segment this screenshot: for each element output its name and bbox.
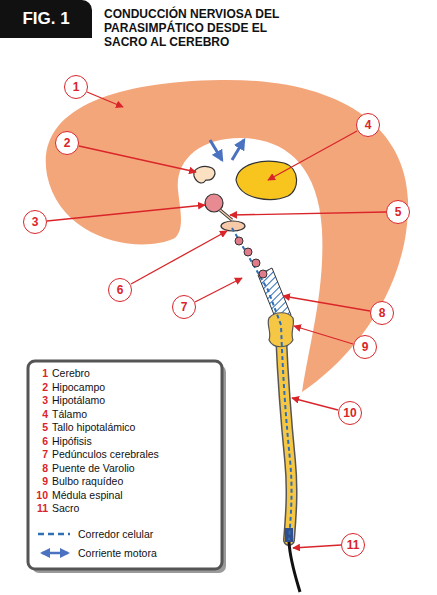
callout-text: 11 — [347, 538, 360, 552]
hippocampus-shape — [194, 166, 215, 183]
legend-frame — [28, 361, 222, 569]
legend-text: Corriente motora — [78, 547, 157, 559]
key-number: 3 — [32, 394, 48, 406]
figure-number: FIG. 1 — [22, 9, 69, 29]
part-name: Hipófisis — [52, 435, 92, 447]
part-name: Tallo hipotalámico — [52, 421, 135, 433]
peduncle-bead — [235, 237, 243, 245]
hypothalamus-shape — [205, 194, 223, 212]
peduncle-bead — [252, 259, 260, 267]
key-number: 11 — [32, 502, 48, 514]
leader-line — [268, 131, 357, 180]
legend-text: Corredor celular — [78, 528, 153, 540]
callout-number: 9 — [353, 335, 377, 359]
key-number: 8 — [32, 462, 48, 474]
callout-text: 5 — [395, 205, 402, 219]
leader-line — [79, 146, 196, 172]
callout-number: 11 — [341, 533, 365, 557]
part-name: Bulbo raquídeo — [52, 475, 123, 487]
callout-number: 10 — [338, 401, 362, 425]
cellular-corridor — [232, 228, 292, 540]
key-number: 1 — [32, 367, 48, 379]
callout-number: 7 — [172, 295, 196, 319]
callout-text: 10 — [343, 406, 356, 420]
part-name: Hipocampo — [52, 381, 105, 393]
callout-number: 4 — [356, 113, 380, 137]
part-name: Tálamo — [52, 408, 87, 420]
leader-line — [87, 92, 123, 107]
callout-text: 3 — [32, 215, 39, 229]
key-number: 5 — [32, 421, 48, 433]
legend-sample-arrow — [42, 552, 68, 555]
callout-number: 8 — [370, 301, 394, 325]
key-number: 7 — [32, 448, 48, 460]
callout-number: 3 — [23, 210, 47, 234]
sacrum-tail — [289, 542, 300, 592]
key-number: 4 — [32, 408, 48, 420]
leader-line — [294, 326, 353, 344]
brain-shape — [46, 80, 408, 392]
figure-title: CONDUCCIÓN NERVIOSA DEL PARASIMPÁTICO DE… — [104, 7, 309, 49]
callout-text: 8 — [379, 306, 386, 320]
part-name: Puente de Varolio — [52, 462, 135, 474]
leader-line — [293, 545, 341, 548]
key-number: 2 — [32, 381, 48, 393]
callout-text: 6 — [117, 283, 124, 297]
callout-text: 1 — [73, 80, 80, 94]
leader-line — [195, 278, 242, 302]
callout-text: 2 — [64, 136, 71, 150]
part-name: Sacro — [52, 502, 79, 514]
leader-line — [47, 205, 205, 221]
callout-number: 5 — [386, 200, 410, 224]
peduncle-bead — [259, 270, 267, 278]
figure-tab: FIG. 1 — [0, 0, 92, 38]
motor-arrow — [232, 140, 244, 160]
part-name: Médula espinal — [52, 489, 123, 501]
callout-number: 2 — [55, 131, 79, 155]
callout-number: 6 — [108, 278, 132, 302]
motor-arrow — [210, 140, 222, 160]
leader-line — [131, 231, 227, 284]
callout-text: 4 — [365, 118, 372, 132]
leader-line — [230, 212, 386, 215]
thalamus-shape — [236, 161, 297, 199]
leader-line — [292, 398, 338, 410]
peduncle-bead — [244, 248, 252, 256]
callout-text: 7 — [181, 300, 188, 314]
leader-line — [283, 296, 370, 311]
callout-number: 1 — [64, 75, 88, 99]
callout-text: 9 — [362, 340, 369, 354]
part-name: Cerebro — [52, 367, 90, 379]
legend-sample-dashed — [38, 533, 70, 536]
part-name: Pedúnculos cerebrales — [52, 448, 159, 460]
key-number: 6 — [32, 435, 48, 447]
key-number: 10 — [32, 489, 48, 501]
part-name: Hipotálamo — [52, 394, 105, 406]
key-number: 9 — [32, 475, 48, 487]
